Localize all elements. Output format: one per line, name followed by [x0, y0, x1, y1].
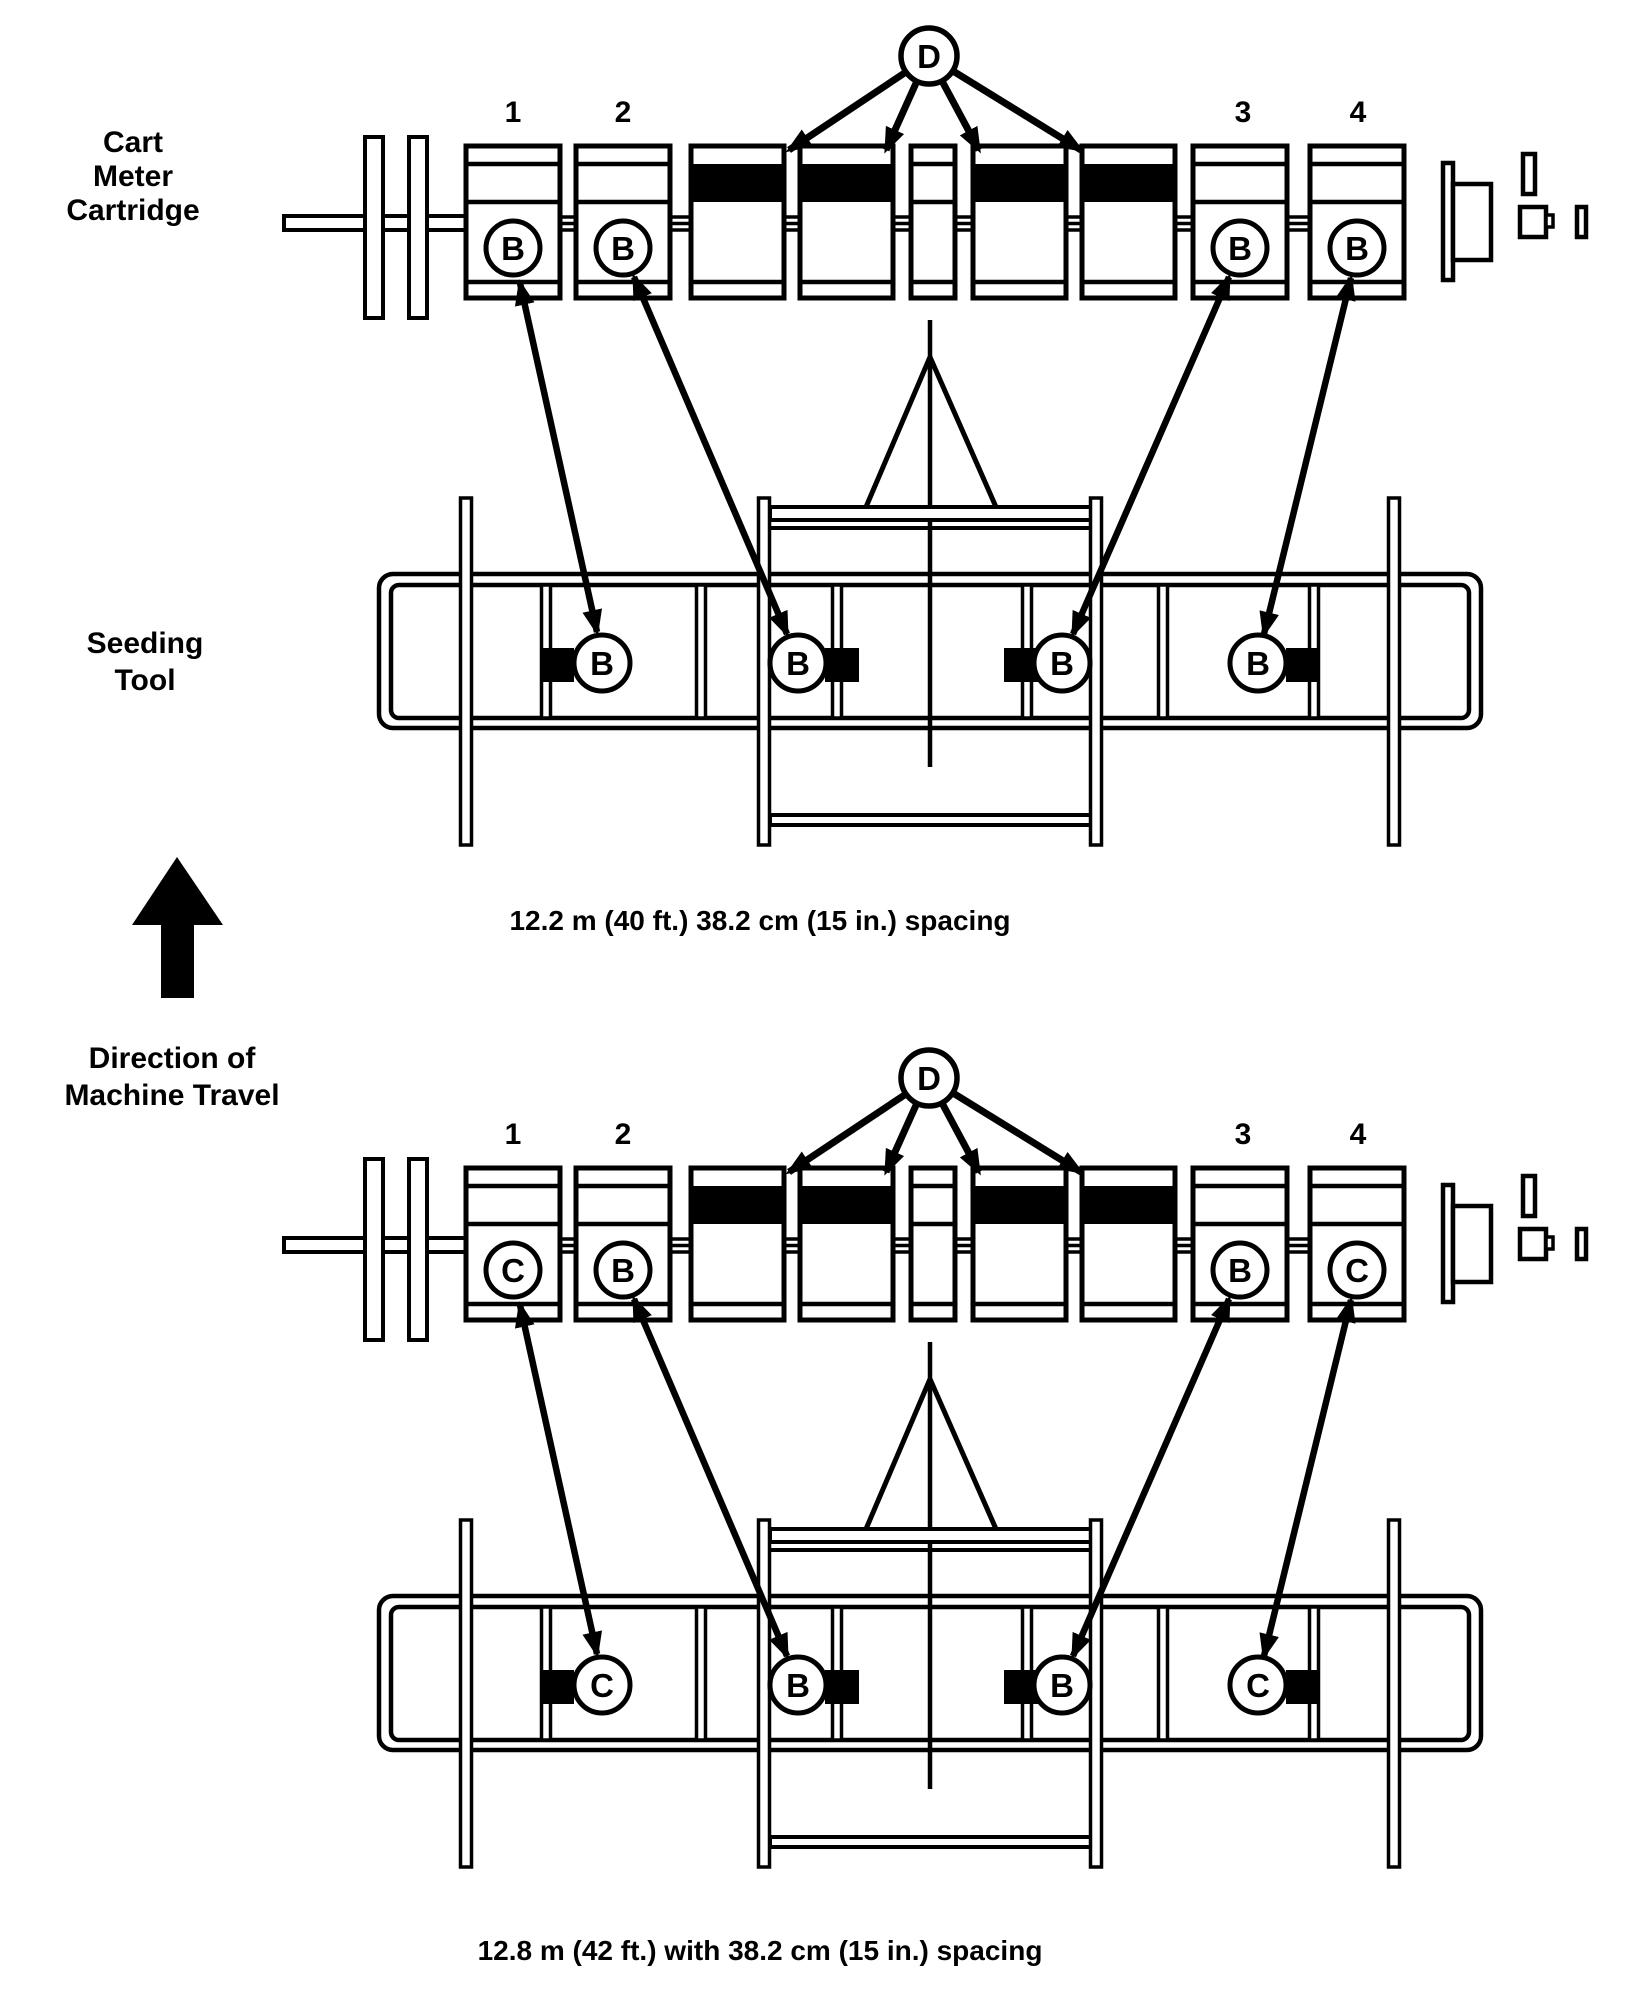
meter-circle-1: [483, 1240, 543, 1300]
tool-letter-4: B: [1246, 645, 1270, 682]
cartridge-number-1: 1: [505, 96, 522, 129]
seeding-tool-label: Seeding: [87, 627, 204, 660]
tool-letter-1: B: [590, 645, 614, 682]
direction-label: Direction of: [89, 1042, 257, 1075]
meter-circle-2: [593, 218, 653, 278]
tool-circle-2: [767, 632, 829, 694]
meter-circle-4: [1327, 1240, 1387, 1300]
cartridge-number-1: 1: [505, 1118, 522, 1151]
d-letter: D: [917, 38, 941, 75]
d-circle: [898, 1047, 960, 1109]
tool-circle-1: [571, 632, 633, 694]
tool-circle-1: [571, 1654, 633, 1716]
tool-letter-3: B: [1050, 1667, 1074, 1704]
meter-letter-2: B: [611, 1252, 635, 1289]
tool-letter-2: B: [786, 645, 810, 682]
meter-circle-2: [593, 1240, 653, 1300]
tool-circle-2: [767, 1654, 829, 1716]
tool-circle-4: [1227, 1654, 1289, 1716]
tool-letter-1: C: [590, 1667, 614, 1704]
meter-letter-3: B: [1228, 230, 1252, 267]
tool-circle-3: [1031, 632, 1093, 694]
meter-letter-2: B: [611, 230, 635, 267]
diagram-42ft: 1 2 3 4 D C B B C C B B C 12.8 m (42 ft.…: [284, 1047, 1586, 1966]
cartridge-number-4: 4: [1350, 1118, 1367, 1151]
cart-meter-cartridge-label: Cart: [103, 126, 163, 159]
cartridge-number-3: 3: [1235, 1118, 1252, 1151]
meter-letter-1: B: [501, 230, 525, 267]
direction-label: Machine Travel: [64, 1079, 279, 1112]
tool-circle-4: [1227, 632, 1289, 694]
meter-circle-3: [1210, 218, 1270, 278]
cartridge-number-3: 3: [1235, 96, 1252, 129]
spacing-caption-42ft: 12.8 m (42 ft.) with 38.2 cm (15 in.) sp…: [478, 1935, 1043, 1966]
cart-meter-cartridge-label: Meter: [93, 160, 173, 193]
tool-letter-3: B: [1050, 645, 1074, 682]
meter-circle-4: [1327, 218, 1387, 278]
meter-letter-4: B: [1345, 230, 1369, 267]
cartridge-number-2: 2: [615, 1118, 632, 1151]
meter-letter-4: C: [1345, 1252, 1369, 1289]
meter-circle-3: [1210, 1240, 1270, 1300]
cartridge-number-2: 2: [615, 96, 632, 129]
d-letter: D: [917, 1060, 941, 1097]
d-circle: [898, 25, 960, 87]
cartridge-number-4: 4: [1350, 96, 1367, 129]
tool-circle-3: [1031, 1654, 1093, 1716]
meter-letter-1: C: [501, 1252, 525, 1289]
direction-arrow-icon: [132, 857, 223, 998]
cart-meter-cartridge-label: Cartridge: [66, 194, 199, 227]
diagram-40ft: 1 2 3 4 D B B B B B B B B 12.2 m (40 ft.…: [284, 25, 1586, 936]
meter-circle-1: [483, 218, 543, 278]
tool-letter-4: C: [1246, 1667, 1270, 1704]
seeding-tool-label: Tool: [114, 664, 175, 697]
tool-letter-2: B: [786, 1667, 810, 1704]
legend: Cart Meter Cartridge Seeding Tool Direct…: [64, 126, 279, 1112]
meter-letter-3: B: [1228, 1252, 1252, 1289]
spacing-caption-40ft: 12.2 m (40 ft.) 38.2 cm (15 in.) spacing: [509, 905, 1010, 936]
